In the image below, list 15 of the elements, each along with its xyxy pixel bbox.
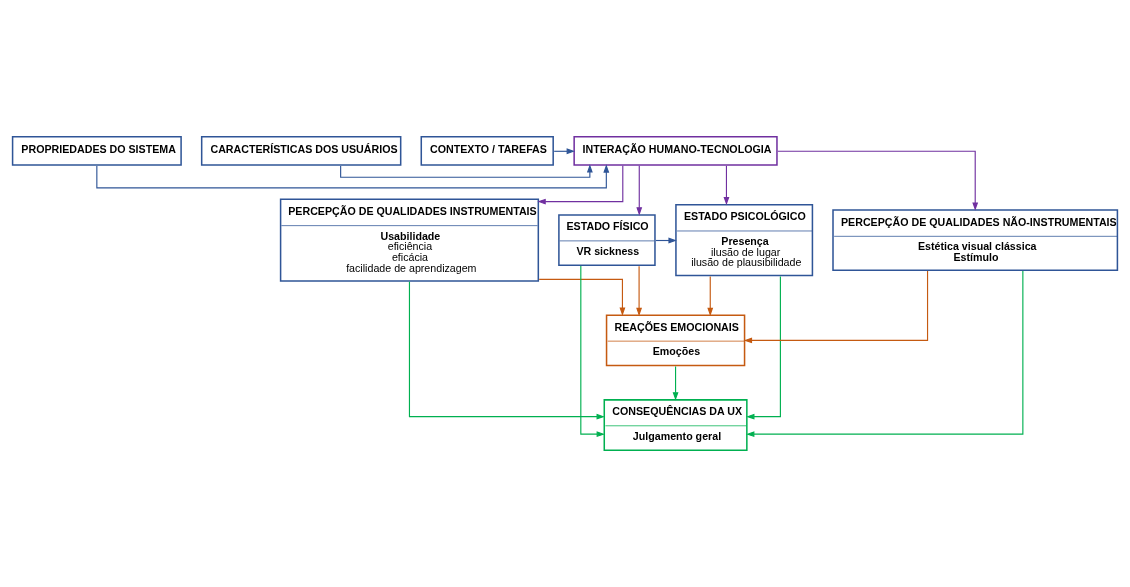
arrow — [537, 165, 624, 205]
arrow — [340, 164, 593, 178]
arrow — [96, 164, 610, 189]
arrow — [743, 270, 929, 344]
arrow — [746, 275, 781, 420]
arrow — [777, 150, 979, 211]
arrow — [707, 276, 714, 317]
arrow — [408, 281, 605, 420]
arrow — [746, 270, 1024, 438]
arrow — [723, 165, 730, 206]
arrow — [580, 265, 605, 438]
arrow — [538, 278, 626, 316]
arrow — [636, 265, 643, 317]
arrow — [672, 365, 679, 401]
arrow — [636, 165, 643, 216]
